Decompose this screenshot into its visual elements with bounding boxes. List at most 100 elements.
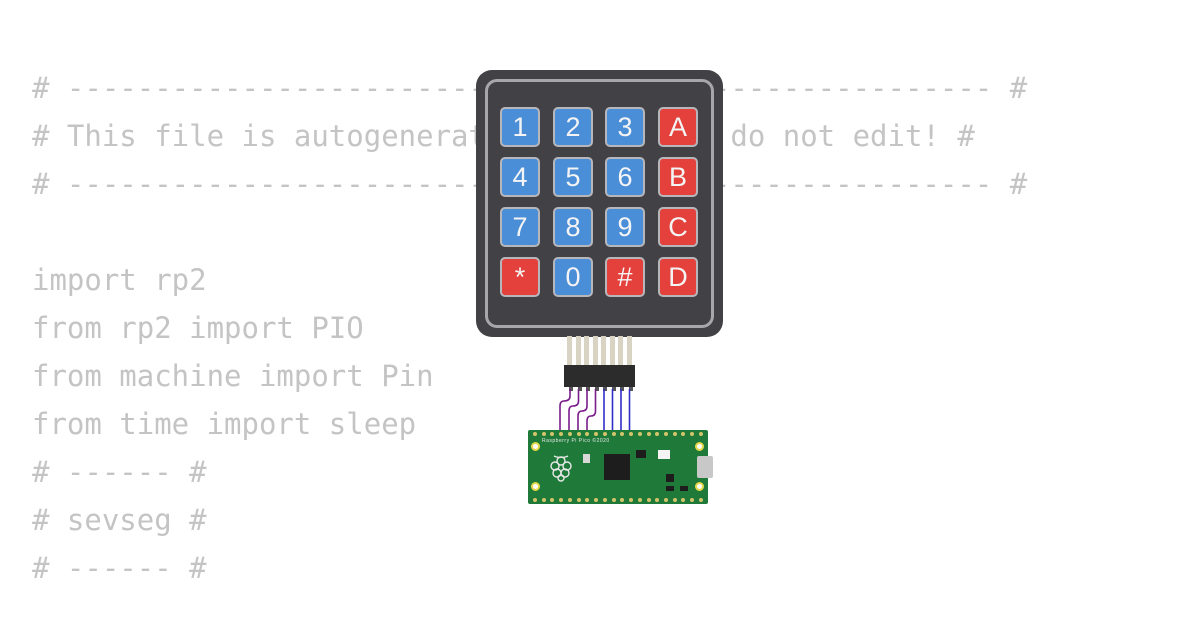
keypad-key[interactable]: * xyxy=(500,257,540,297)
raspberry-pi-logo-icon xyxy=(550,455,572,482)
gpio-pad xyxy=(559,432,564,436)
gpio-pad xyxy=(629,498,634,502)
keypad-frame xyxy=(485,79,714,328)
regulator-chip xyxy=(666,474,674,482)
gpio-pad xyxy=(602,498,607,502)
code-line: # ------ # xyxy=(32,551,207,585)
code-line: # ------ # xyxy=(32,455,207,489)
ribbon-strip xyxy=(575,336,581,366)
micro-usb-port xyxy=(697,456,713,478)
code-line: import rp2 xyxy=(32,263,207,297)
pico-top-pads xyxy=(533,432,703,436)
pin-header xyxy=(564,365,635,391)
gpio-pad xyxy=(637,432,642,436)
gpio-pad xyxy=(611,498,616,502)
pico-silkscreen: Raspberry Pi Pico ©2020 xyxy=(542,438,610,444)
gpio-pad xyxy=(541,432,546,436)
mount-hole xyxy=(695,442,704,451)
header-pin xyxy=(611,387,616,391)
gpio-pad xyxy=(585,432,590,436)
header-pin xyxy=(620,387,624,391)
gpio-pad xyxy=(567,498,572,502)
keypad-key[interactable]: 5 xyxy=(553,157,593,197)
flash-chip xyxy=(636,450,646,458)
gpio-pad xyxy=(576,498,581,502)
gpio-pad xyxy=(646,498,651,502)
ribbon-strip xyxy=(584,336,589,366)
ribbon-strip xyxy=(601,336,606,366)
gpio-pad xyxy=(602,432,607,436)
bootsel-button[interactable] xyxy=(583,454,590,463)
gpio-pad xyxy=(620,498,625,502)
header-pin xyxy=(586,387,590,391)
keypad-key[interactable]: 8 xyxy=(553,207,593,247)
gpio-pad xyxy=(533,498,537,502)
ribbon-strip xyxy=(592,336,598,366)
mount-hole xyxy=(695,482,704,491)
keypad-key[interactable]: # xyxy=(605,257,645,297)
header-pin xyxy=(603,387,607,391)
header-pin xyxy=(577,387,582,391)
gpio-pad xyxy=(576,432,581,436)
mount-hole xyxy=(531,482,540,491)
gpio-pad xyxy=(541,498,546,502)
gpio-pad xyxy=(594,498,599,502)
gpio-pad xyxy=(690,432,695,436)
keypad-key[interactable]: 2 xyxy=(553,107,593,147)
gpio-pad xyxy=(611,432,616,436)
keypad-key[interactable]: 0 xyxy=(553,257,593,297)
keypad-key[interactable]: C xyxy=(658,207,698,247)
gpio-pad xyxy=(559,498,564,502)
code-line: from rp2 import PIO xyxy=(32,311,364,345)
gpio-pad xyxy=(664,432,669,436)
gpio-pad xyxy=(655,498,660,502)
gpio-pad xyxy=(637,498,642,502)
component xyxy=(680,486,688,491)
code-line: from time import sleep xyxy=(32,407,417,441)
gpio-pad xyxy=(594,432,599,436)
gpio-pad xyxy=(672,432,677,436)
raspberry-pi-pico-board[interactable]: Raspberry Pi Pico ©2020 xyxy=(528,430,713,504)
gpio-pad xyxy=(681,498,686,502)
ribbon-strip xyxy=(626,336,632,366)
keypad-key[interactable]: 7 xyxy=(500,207,540,247)
jumper-wire xyxy=(577,389,588,434)
keypad-key[interactable]: 9 xyxy=(605,207,645,247)
gpio-pad xyxy=(698,432,703,436)
keypad-key[interactable]: D xyxy=(658,257,698,297)
keypad-key[interactable]: 4 xyxy=(500,157,540,197)
gpio-pad xyxy=(629,432,634,436)
led-component xyxy=(658,450,670,459)
gpio-pad xyxy=(550,432,555,436)
gpio-pad xyxy=(681,432,686,436)
gpio-pad xyxy=(620,432,625,436)
pico-bottom-pads xyxy=(533,498,703,502)
code-line: from machine import Pin xyxy=(32,359,434,393)
keypad-key[interactable]: B xyxy=(658,157,698,197)
keypad-ribbon-cable xyxy=(563,336,635,366)
mount-hole xyxy=(531,442,540,451)
jumper-wire xyxy=(586,389,597,434)
gpio-pad xyxy=(550,498,555,502)
header-pin xyxy=(594,387,599,391)
keypad-key[interactable]: A xyxy=(658,107,698,147)
gpio-pad xyxy=(690,498,695,502)
gpio-pad xyxy=(585,498,590,502)
keypad-key[interactable]: 1 xyxy=(500,107,540,147)
code-line: # sevseg # xyxy=(32,503,207,537)
gpio-pad xyxy=(698,498,703,502)
jumper-wire xyxy=(559,389,571,434)
header-pin xyxy=(569,387,573,391)
keypad-key[interactable]: 6 xyxy=(605,157,645,197)
gpio-pad xyxy=(533,432,537,436)
ribbon-strip xyxy=(567,336,572,366)
gpio-pad xyxy=(646,432,651,436)
keypad-key[interactable]: 3 xyxy=(605,107,645,147)
ribbon-strip xyxy=(609,336,615,366)
gpio-pad xyxy=(672,498,677,502)
gpio-pad xyxy=(655,432,660,436)
jumper-wire xyxy=(568,389,580,434)
gpio-pad xyxy=(567,432,572,436)
component xyxy=(666,486,674,491)
